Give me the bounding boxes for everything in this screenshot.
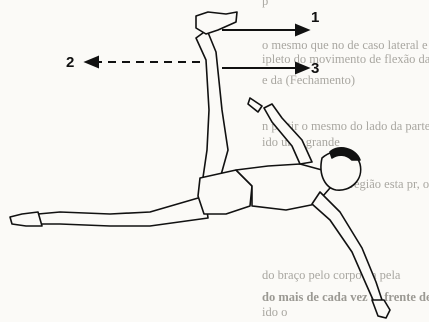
arrow-1-head bbox=[296, 25, 308, 35]
lower-hand bbox=[372, 300, 390, 318]
lower-arm bbox=[312, 192, 382, 302]
upper-hand bbox=[248, 98, 262, 112]
arrow-1-label: 1 bbox=[311, 9, 319, 26]
extended-leg bbox=[38, 196, 208, 226]
arrow-3-head bbox=[296, 63, 308, 73]
extended-foot bbox=[10, 212, 42, 226]
arrow-2-head bbox=[86, 57, 98, 67]
arrow-2-label: 2 bbox=[66, 54, 74, 71]
upper-arm bbox=[264, 104, 312, 164]
arrow-3-label: 3 bbox=[311, 60, 319, 77]
